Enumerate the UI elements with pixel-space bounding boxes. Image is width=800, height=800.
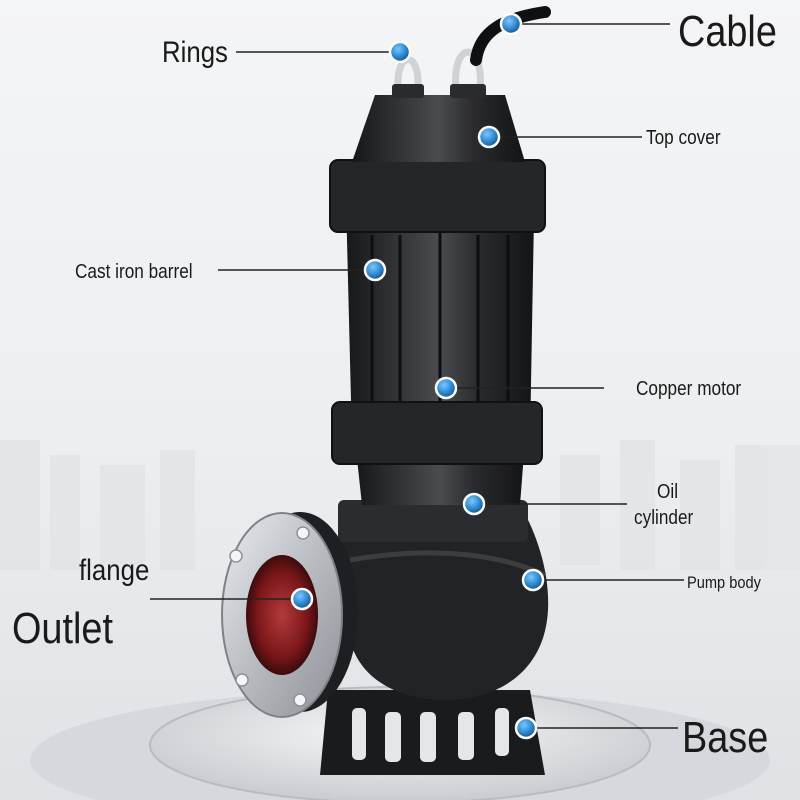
lifting-ring-right bbox=[452, 48, 484, 89]
flange-bolt-holes bbox=[229, 526, 310, 707]
leader-lines bbox=[150, 23, 684, 729]
marker-copper-motor-dot bbox=[434, 376, 458, 400]
outlet-bore bbox=[246, 555, 318, 675]
label-oil-cylinder-line2: cylinder bbox=[634, 507, 694, 529]
outlet-flange bbox=[221, 512, 358, 718]
marker-rings-dot bbox=[388, 40, 412, 64]
label-pump-body: Pump body bbox=[687, 573, 761, 592]
marker-cable-dot bbox=[499, 12, 523, 36]
label-flange: flange bbox=[79, 554, 150, 587]
label-cast-iron-barrel: Cast iron barrel bbox=[75, 261, 193, 283]
marker-flange-dot bbox=[290, 587, 314, 611]
marker-cast-iron-barrel-dot bbox=[363, 258, 387, 282]
label-cable: Cable bbox=[678, 7, 777, 56]
label-copper-motor: Copper motor bbox=[636, 378, 742, 400]
marker-base-dot bbox=[514, 716, 538, 740]
power-cable bbox=[470, 6, 551, 66]
background-skyline bbox=[0, 440, 800, 570]
marker-top-cover-dot bbox=[477, 125, 501, 149]
label-oil-cylinder-line1: Oil bbox=[657, 481, 679, 503]
top-cover-shape bbox=[352, 95, 525, 162]
label-base: Base bbox=[682, 713, 769, 762]
base-openings bbox=[352, 708, 509, 762]
markers bbox=[290, 12, 545, 740]
label-rings: Rings bbox=[162, 36, 228, 69]
marker-pump-body-dot bbox=[521, 568, 545, 592]
oil-cylinder-shape bbox=[338, 500, 528, 542]
label-outlet: Outlet bbox=[12, 604, 113, 653]
marker-oil-cylinder-dot bbox=[462, 492, 486, 516]
label-top-cover: Top cover bbox=[646, 127, 721, 149]
